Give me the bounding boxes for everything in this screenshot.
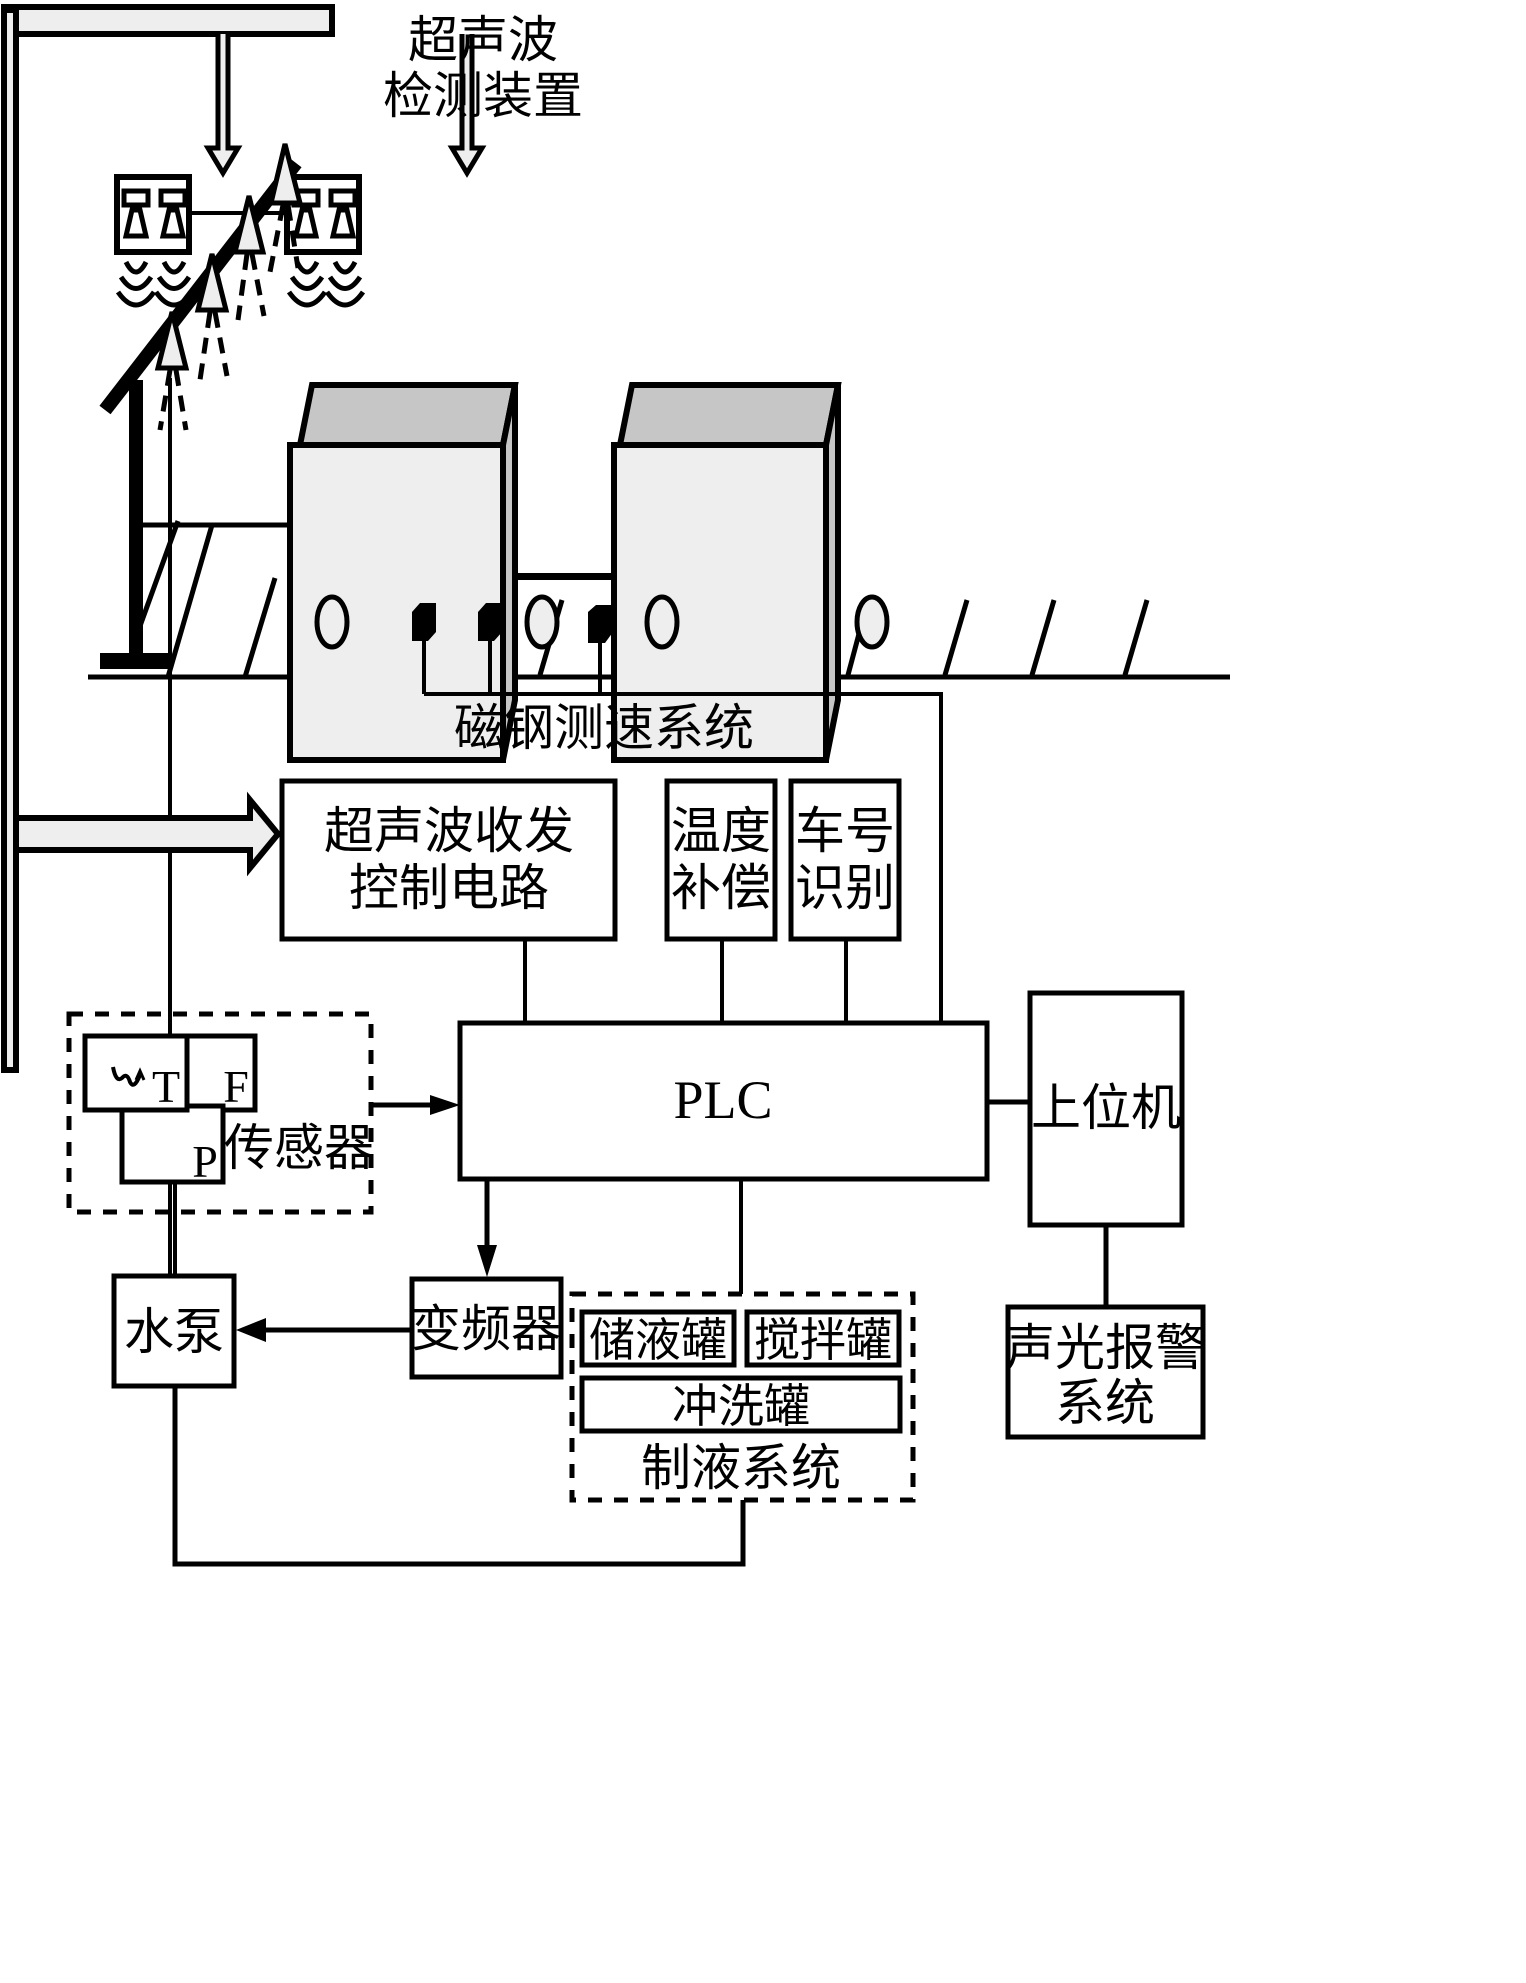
ultrasonic-device-label-line2: 检测装置 [383, 67, 583, 125]
spray-boom-arm [99, 158, 302, 415]
sensor-f-label: F [223, 1061, 249, 1112]
temperature-compensation-box: 温度 补偿 [664, 778, 778, 942]
car-id-box: 车号 识别 [788, 778, 902, 942]
ultrasonic-probe-unit-left [114, 174, 192, 255]
magnet-sensors [412, 603, 613, 643]
temp-comp-label-line2: 补偿 [671, 859, 771, 917]
nozzle-icon [154, 311, 190, 371]
ultrasonic-circuit-label-line1: 超声波收发 [324, 802, 574, 860]
magnet-sensor-icon [478, 603, 502, 641]
water-pump-box: 水泵 [111, 1273, 237, 1389]
railcar-front [611, 442, 829, 763]
liquid-system-group: 储液罐 搅拌罐 冲洗罐 制液系统 [569, 1291, 916, 1503]
wheels [314, 594, 890, 650]
nozzle-icon [194, 253, 230, 313]
magnet-wiring [422, 641, 943, 1023]
plc-to-inverter-arrow [477, 1179, 497, 1277]
host-computer-label: 上位机 [1031, 1079, 1181, 1137]
car-id-label-line1: 车号 [795, 802, 895, 860]
spray-nozzles [154, 143, 304, 371]
liquid-system-label: 制液系统 [641, 1439, 841, 1497]
sensor-group: T F P 传感器 [66, 1011, 374, 1215]
plc-box: PLC [457, 1020, 990, 1182]
spray-boom-base [100, 653, 170, 669]
inverter-to-pump-arrow [236, 1318, 412, 1342]
magnet-speed-system-label: 磁钢测速系统 [454, 699, 754, 757]
temp-comp-label-line1: 温度 [671, 802, 771, 860]
gantry-top-beam [1, 4, 335, 37]
sensor-p-label: P [192, 1136, 218, 1187]
plc-input-lines [523, 939, 848, 1023]
car-id-label-line2: 识别 [795, 859, 895, 917]
wheel-icon [314, 594, 350, 650]
storage-tank-box [579, 1309, 737, 1368]
host-computer-box: 上位机 [1027, 990, 1185, 1228]
sensor-group-label: 传感器 [224, 1119, 374, 1177]
railcar-2 [611, 382, 842, 763]
ultrasonic-circuit-label-line2: 控制电路 [349, 859, 549, 917]
inverter-box: 变频器 [409, 1276, 564, 1380]
feed-arrows-down [203, 34, 487, 178]
ultrasonic-device-label-line1: 超声波 [408, 11, 558, 69]
flushing-tank-label: 冲洗罐 [672, 1379, 810, 1433]
pressure-sensor-box [119, 1103, 226, 1185]
ultrasonic-circuit-box: 超声波收发 控制电路 [279, 778, 618, 942]
flow-sensor-box [184, 1033, 258, 1113]
wheel-icon [854, 594, 890, 650]
mixing-tank-label: 搅拌罐 [754, 1313, 892, 1367]
railcar-top [616, 382, 842, 448]
wheel-icon [644, 594, 680, 650]
mixing-tank-box [744, 1309, 902, 1368]
gantry-frame [1, 4, 335, 1073]
signal-arrow-to-circuit [13, 791, 282, 877]
wheel-icon [524, 594, 560, 650]
inverter-label: 变频器 [411, 1300, 561, 1358]
storage-tank-label: 储液罐 [589, 1313, 727, 1367]
alarm-system-box: 声光报警 系统 [1005, 1304, 1206, 1440]
feed-arrow-right [447, 34, 487, 178]
plc-label: PLC [673, 1070, 772, 1130]
nozzle-icon [231, 195, 267, 255]
spray-droplets [157, 204, 301, 431]
temperature-wave-icon [111, 1066, 142, 1087]
sensor-t-label: T [152, 1061, 180, 1112]
pump-liquid-return-pipe [172, 1386, 746, 1567]
flushing-tank-box [579, 1375, 903, 1434]
ultrasonic-wave-icons [115, 260, 366, 308]
liquid-system-border [569, 1291, 916, 1503]
magnet-sensor-icon [588, 605, 613, 643]
sensor-group-border [66, 1011, 374, 1215]
magnet-sensor-icon [412, 603, 436, 641]
alarm-label-line2: 系统 [1055, 1374, 1155, 1432]
railcar-top [296, 382, 519, 448]
alarm-label-line1: 声光报警 [1005, 1319, 1205, 1377]
feed-arrow-left [203, 34, 243, 178]
railcar-coupler [515, 573, 614, 580]
sensor-to-plc-arrow [371, 1095, 460, 1115]
water-pump-label: 水泵 [124, 1303, 224, 1361]
spray-boom [99, 158, 302, 669]
nozzle-icon [267, 143, 304, 206]
gantry-left-post [1, 7, 19, 1073]
